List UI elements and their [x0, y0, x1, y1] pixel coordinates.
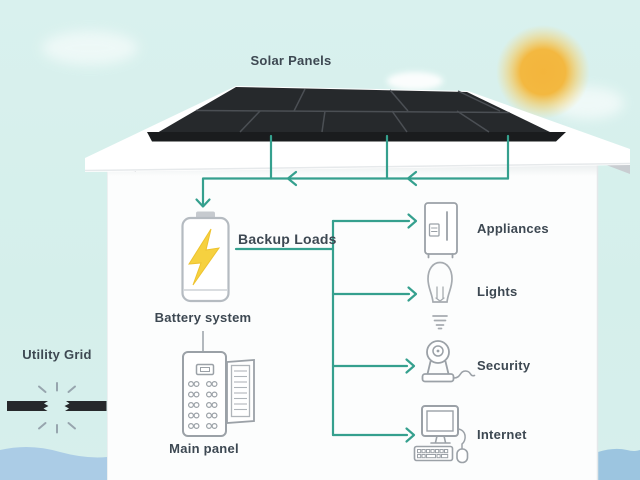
utility-grid-label: Utility Grid [22, 347, 92, 362]
main-panel-icon [182, 351, 255, 437]
ground [0, 446, 640, 480]
load-label-lights: Lights [477, 284, 518, 299]
refrigerator-icon [424, 202, 458, 259]
battery-system-label: Battery system [154, 310, 252, 325]
battery-icon [181, 211, 230, 303]
main-panel-label: Main panel [169, 441, 239, 456]
backup-loads-label: Backup Loads [238, 231, 337, 247]
solar-panels-icon [147, 87, 566, 142]
load-label-security: Security [477, 358, 531, 373]
solar-panels-label: Solar Panels [250, 53, 332, 68]
lightning-bolt-icon [188, 228, 221, 286]
wiring [195, 134, 510, 443]
sun-icon [496, 25, 590, 119]
computer-icon [413, 405, 469, 464]
disconnect-spark-icon [38, 382, 76, 434]
house [84, 86, 631, 480]
load-label-internet: Internet [477, 427, 527, 442]
light-bulb-icon [427, 261, 453, 330]
security-camera-icon [421, 340, 476, 383]
utility-wire-broken-icon [7, 382, 107, 434]
load-label-appliances: Appliances [477, 221, 549, 236]
